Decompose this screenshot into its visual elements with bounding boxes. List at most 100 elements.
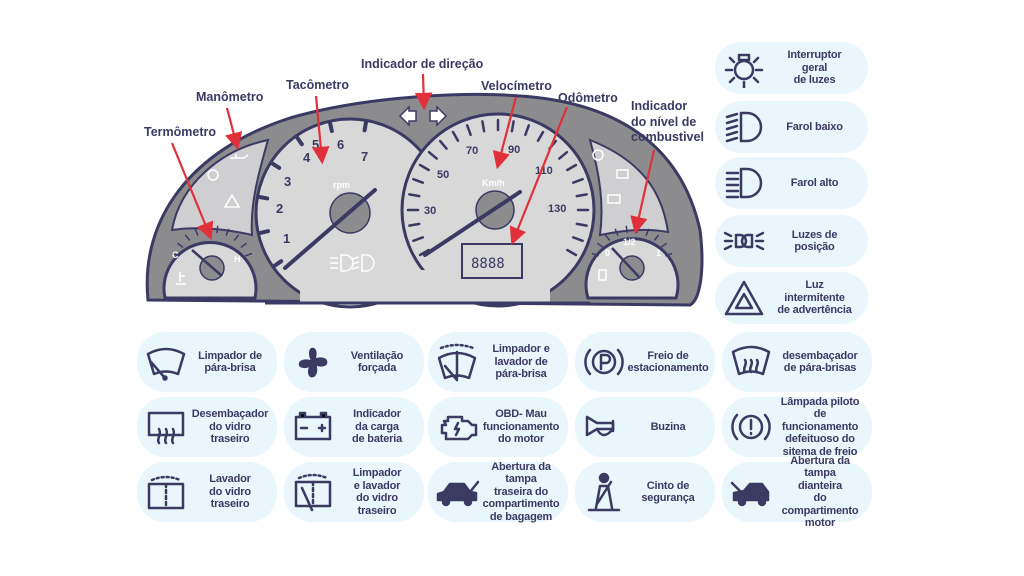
- speed-tick: [418, 248, 430, 257]
- legend-card: Luzes de posição: [715, 215, 868, 267]
- hazard-small-icon: [223, 193, 241, 208]
- temp-tick: [177, 242, 184, 248]
- speed-tick: [438, 139, 448, 150]
- temp-tick: [225, 228, 230, 236]
- legend-label: Ventilação forçada: [350, 349, 404, 375]
- legend-label: Farol baixo: [786, 120, 843, 133]
- legend-card: Ventilação forçada: [284, 332, 424, 392]
- tach-tick-label: 3: [284, 174, 291, 189]
- rear-washer-icon: [143, 472, 189, 512]
- temp-tick: [240, 242, 247, 248]
- high-beam-small-icon: [351, 254, 375, 272]
- speed-tick: [558, 150, 569, 160]
- fuel-full-label: 1: [656, 248, 661, 258]
- legend-card: Limpador e lavador de pára-brisa: [428, 332, 568, 392]
- legend-card: Interruptor geral de luzes: [715, 42, 868, 94]
- legend-label: Desembaçador do vidro traseiro: [191, 408, 269, 446]
- legend-label: Luzes de posição: [791, 228, 838, 254]
- windshield-defrost-icon: [728, 342, 774, 382]
- fan-icon: [290, 342, 336, 382]
- legend-card: Limpador de pára-brisa: [137, 332, 277, 392]
- tach-tick: [328, 121, 334, 133]
- temp-cold-label: C: [172, 250, 179, 260]
- legend-label: desembaçador de pára-brisas: [782, 349, 858, 375]
- fuel-tick: [614, 228, 619, 236]
- low-beam-small-icon: [330, 254, 354, 272]
- tach-unit: rpm: [333, 180, 350, 190]
- fuel-pump-small-icon: [598, 269, 607, 281]
- speed-tick: [571, 177, 584, 184]
- tach-tick: [272, 259, 284, 268]
- legend-label: Luz intermitente de advertência: [777, 279, 852, 317]
- legend-card: Luz intermitente de advertência: [715, 272, 868, 324]
- speed-tick: [566, 248, 578, 257]
- label-speedometer: Velocímetro: [481, 79, 552, 93]
- arrow-odometer: [509, 106, 569, 246]
- legend-label: Lâmpada piloto de funcionamento defeituo…: [780, 395, 860, 458]
- label-turn-indicator: Indicador de direção: [361, 57, 484, 71]
- legend-card: Abertura da tampa traseira do compartime…: [428, 461, 568, 523]
- horn-icon: [581, 407, 627, 447]
- parking-brake-icon: [581, 342, 627, 382]
- legend-label: Limpador e lavador de pára-brisa: [492, 343, 550, 381]
- brake-warning-icon: [728, 407, 774, 447]
- tach-tick: [295, 135, 304, 147]
- label-thermometer: Termômetro: [144, 125, 216, 139]
- speed-tick: [481, 120, 486, 133]
- speed-tick-label: 70: [466, 145, 478, 157]
- label-tachometer: Tacômetro: [286, 78, 349, 92]
- legend-card: Desembaçador do vidro traseiro: [137, 397, 277, 457]
- tach-tick-label: 7: [361, 149, 368, 164]
- legend-card: Cinto de segurança: [575, 462, 715, 522]
- speed-tick: [536, 130, 545, 142]
- trunk-open-icon: [434, 472, 480, 512]
- arrow-speedometer: [492, 96, 518, 170]
- fuel-needle: [611, 247, 641, 279]
- label-oil-pressure: Manômetro: [196, 90, 264, 104]
- label-fuel-1: Indicador: [631, 99, 687, 113]
- legend-card: Indicador da carga de bateria: [284, 397, 424, 457]
- legend-card: Limpador e lavador do vidro traseiro: [284, 462, 424, 522]
- tach-tick: [258, 229, 270, 235]
- legend-card: Farol alto: [715, 157, 868, 209]
- seatbelt-icon: [581, 472, 627, 512]
- temp-tick: [233, 234, 240, 241]
- speed-tick: [575, 222, 588, 227]
- legend-label: OBD- Mau funcionamento do motor: [482, 408, 560, 446]
- battery-small-icon: [607, 194, 621, 204]
- legend-card: OBD- Mau funcionamento do motor: [428, 397, 568, 457]
- tach-tick-label: 1: [283, 231, 290, 246]
- fuel-tick: [625, 225, 628, 234]
- label-fuel-3: combustivel: [631, 130, 704, 144]
- speed-unit: Km/h: [482, 178, 505, 188]
- fuel-tick: [604, 234, 611, 241]
- label-fuel-2: do nível de: [631, 115, 696, 129]
- low-beam-icon: [721, 107, 767, 147]
- odometer-display: [461, 243, 523, 279]
- legend-card: Buzina: [575, 397, 715, 457]
- temp-tick: [216, 225, 219, 234]
- position-lights-icon: [721, 221, 767, 261]
- legend-label: Buzina: [650, 420, 686, 433]
- hood-open-icon: [728, 472, 774, 512]
- legend-label: Freio de estacionamento: [627, 349, 709, 375]
- speed-tick-label: 90: [508, 144, 520, 156]
- tach-tick: [270, 161, 282, 170]
- speed-tick: [408, 193, 421, 198]
- temp-needle: [191, 249, 223, 277]
- speed-tick: [510, 120, 515, 133]
- speed-tick-label: 50: [437, 169, 449, 181]
- legend-label: Lavador do vidro traseiro: [209, 473, 251, 511]
- legend-label: Interruptor geral de luzes: [787, 49, 842, 87]
- speed-tick: [451, 130, 460, 142]
- oil-icon: [230, 154, 249, 159]
- fuel-tick: [660, 242, 667, 248]
- fuel-tick: [665, 252, 673, 257]
- tach-tick: [362, 120, 368, 133]
- fuel-empty-label: 0: [605, 248, 610, 258]
- arrow-thermometer: [170, 142, 214, 241]
- fuel-tick: [653, 234, 660, 241]
- arrow-turn-indicator: [414, 73, 433, 111]
- legend-card: Abertura da tampa dianteira do compartim…: [722, 455, 872, 529]
